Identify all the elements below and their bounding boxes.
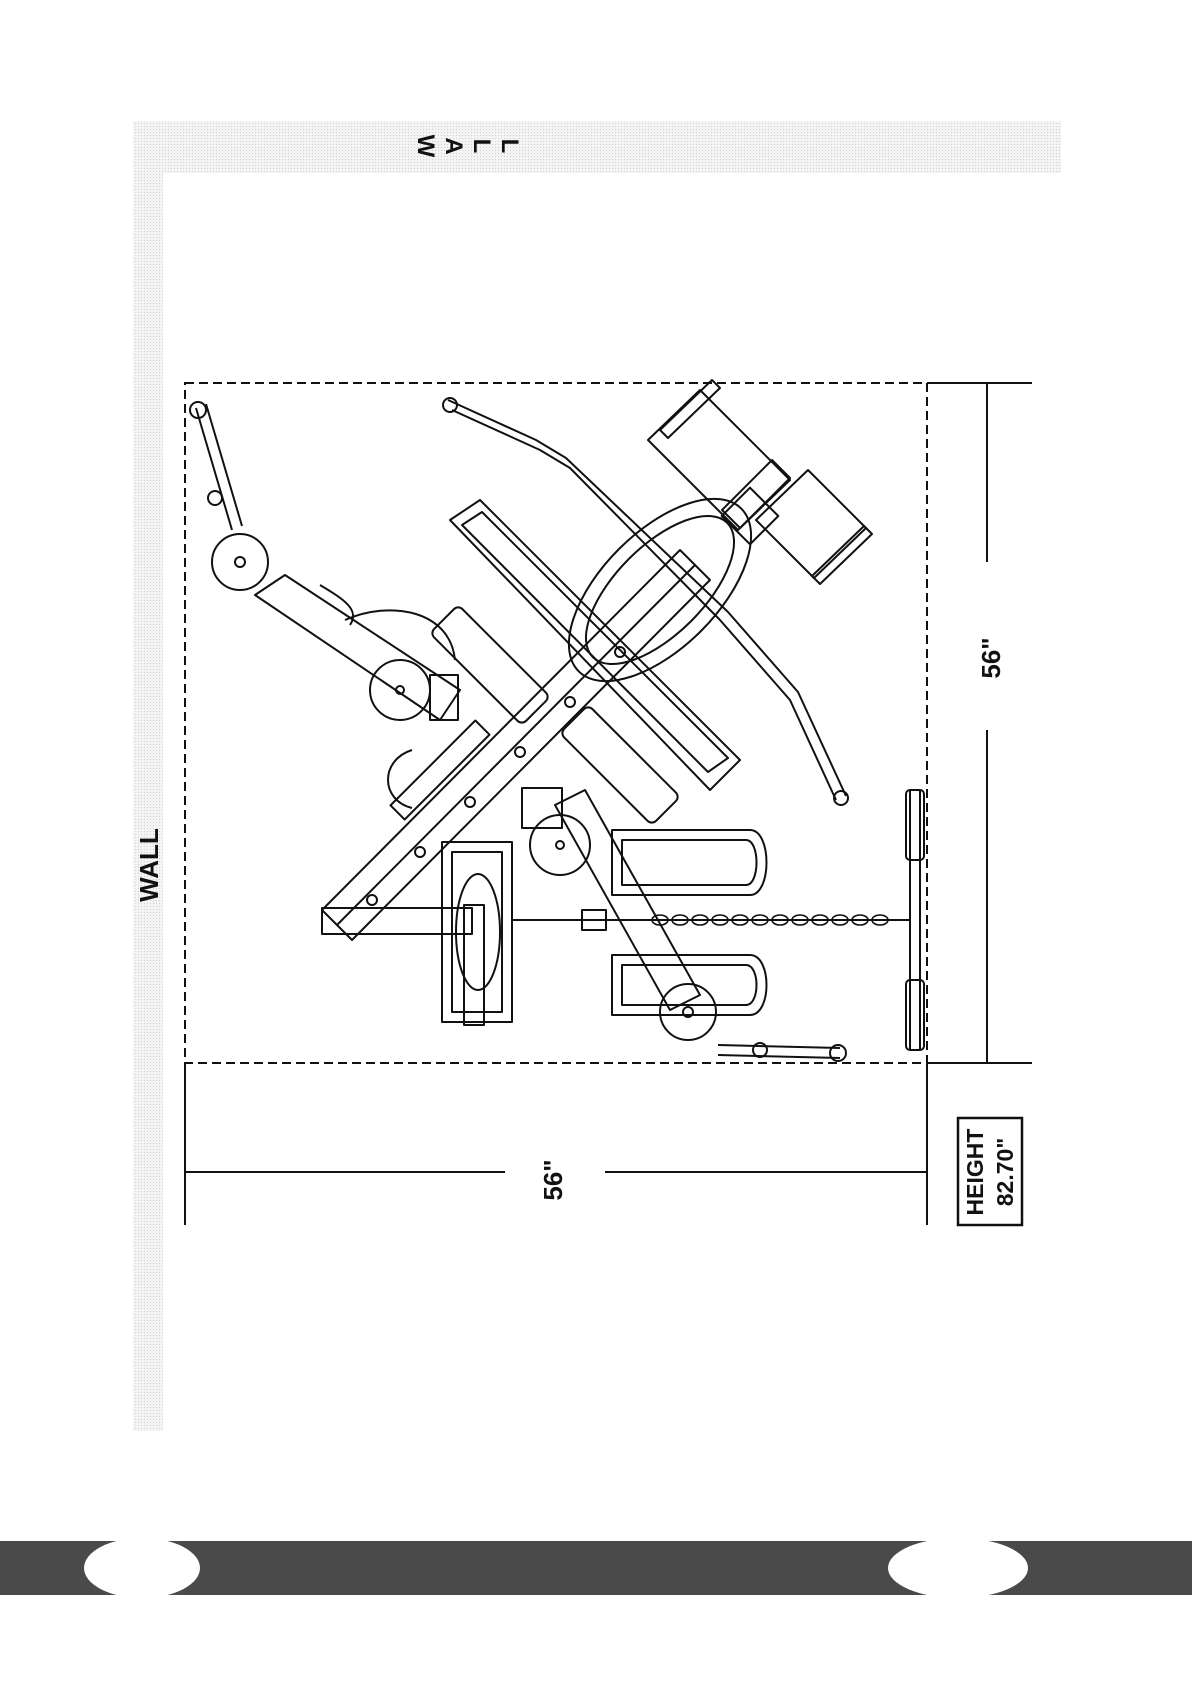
seat-pads bbox=[430, 500, 740, 825]
wall-top-letter-1: W bbox=[412, 135, 439, 158]
wall-top-letter-3: L bbox=[468, 139, 495, 154]
height-label-line1: HEIGHT bbox=[962, 1129, 988, 1216]
footer-page-tab-left bbox=[84, 1538, 200, 1598]
depth-dimension bbox=[927, 383, 1032, 1063]
wall-left-strip bbox=[133, 121, 163, 1431]
press-platform bbox=[538, 468, 783, 713]
footprint-outline bbox=[185, 383, 927, 1063]
wall-left-label: WALL bbox=[134, 828, 164, 902]
depth-dimension-label: 56" bbox=[976, 637, 1006, 678]
weight-plates bbox=[648, 380, 872, 584]
machine-drawing bbox=[190, 380, 924, 1061]
main-beam bbox=[322, 550, 710, 940]
height-label-line2: 82.70" bbox=[992, 1138, 1018, 1206]
wall-top-strip bbox=[133, 121, 1061, 173]
wall-top-letter-4: L bbox=[496, 139, 523, 154]
wall-top-letter-2: A bbox=[440, 137, 467, 154]
foot-loops bbox=[612, 830, 767, 1015]
weight-stack-frame bbox=[322, 721, 512, 1025]
footer-page-tab-right bbox=[888, 1538, 1028, 1598]
width-dimension-label: 56" bbox=[538, 1159, 568, 1200]
upper-pulley-arm bbox=[190, 402, 460, 720]
chain bbox=[512, 910, 910, 930]
